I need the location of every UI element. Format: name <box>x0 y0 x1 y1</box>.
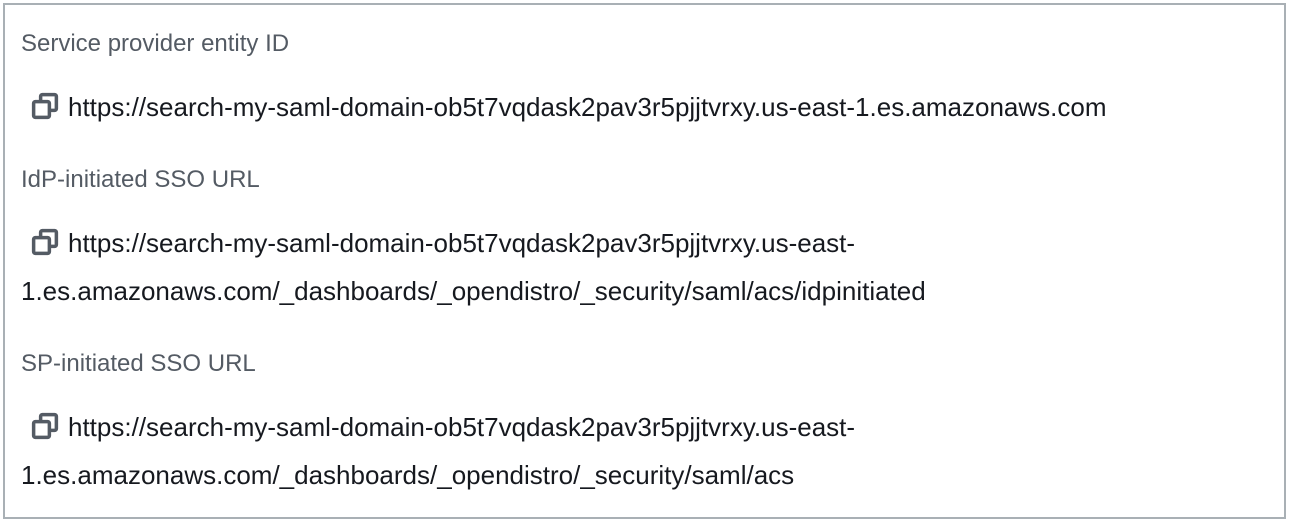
idp-initiated-sso-url-label: IdP-initiated SSO URL <box>21 166 260 193</box>
saml-service-provider-summary-panel: Service provider entity ID https://searc… <box>3 3 1286 519</box>
service-provider-entity-id-label: Service provider entity ID <box>21 30 290 57</box>
field-sp-initiated-sso-url: SP-initiated SSO URL https://search-my-s… <box>21 349 1268 499</box>
field-idp-initiated-sso-url: IdP-initiated SSO URL https://search-my-… <box>21 165 1268 315</box>
sp-initiated-sso-url-value-row: https://search-my-saml-domain-ob5t7vqdas… <box>21 403 1268 499</box>
copy-icon[interactable] <box>31 92 59 120</box>
field-service-provider-entity-id: Service provider entity ID https://searc… <box>21 29 1268 131</box>
idp-initiated-sso-url-value-row: https://search-my-saml-domain-ob5t7vqdas… <box>21 219 1268 315</box>
service-provider-entity-id-url: https://search-my-saml-domain-ob5t7vqdas… <box>68 92 1107 122</box>
copy-icon[interactable] <box>31 228 59 256</box>
copy-icon[interactable] <box>31 412 59 440</box>
service-provider-entity-id-value-row: https://search-my-saml-domain-ob5t7vqdas… <box>21 83 1268 131</box>
sp-initiated-sso-url-text: https://search-my-saml-domain-ob5t7vqdas… <box>21 412 856 490</box>
idp-initiated-sso-url-text: https://search-my-saml-domain-ob5t7vqdas… <box>21 228 926 306</box>
sp-initiated-sso-url-label: SP-initiated SSO URL <box>21 350 256 377</box>
